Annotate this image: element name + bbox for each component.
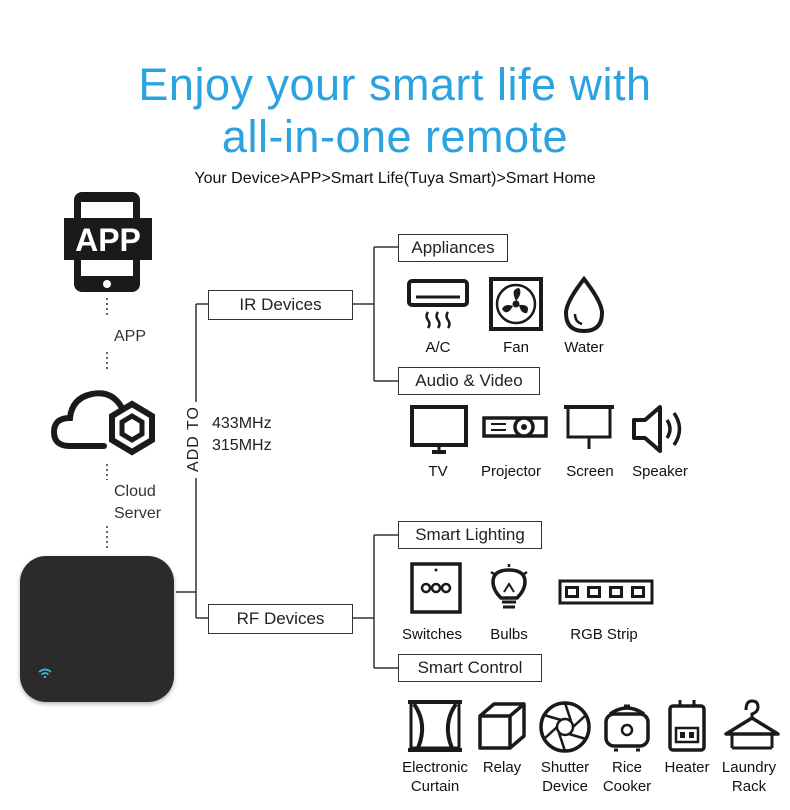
bulbs-label: Bulbs: [490, 626, 528, 643]
water-drop-icon: [563, 275, 605, 334]
phone-app-icon: APP: [64, 192, 152, 292]
screen-label: Screen: [566, 463, 614, 480]
cloud-server-icon: [50, 390, 155, 456]
title-line-2: all-in-one remote: [221, 111, 569, 162]
air-conditioner-icon: [407, 279, 469, 329]
title-line-1: Enjoy your smart life with: [138, 59, 652, 110]
cloud-label-1: Cloud: [114, 483, 156, 500]
shutter-label-1: Shutter: [540, 759, 590, 776]
smart-lighting-box: Smart Lighting: [398, 521, 542, 549]
ir-devices-box: IR Devices: [208, 290, 353, 320]
relay-label: Relay: [482, 759, 522, 776]
fan-icon: [489, 277, 543, 331]
water-heater-icon: [668, 700, 706, 752]
tv-icon: [410, 405, 468, 454]
freq-433: 433MHz: [212, 415, 272, 432]
rf-devices-box: RF Devices: [208, 604, 353, 634]
rgb-strip-icon: [558, 579, 654, 605]
rice-cooker-label-2: Cooker: [602, 778, 652, 795]
heater-label: Heater: [664, 759, 710, 776]
audio-video-box: Audio & Video: [398, 367, 540, 395]
speaker-icon: [632, 405, 682, 453]
cloud-label-2: Server: [114, 505, 162, 522]
add-to-label: ADD TO: [185, 406, 202, 472]
subtitle: Your Device>APP>Smart Life(Tuya Smart)>S…: [194, 170, 596, 187]
svg-text:APP: APP: [75, 222, 141, 258]
projector-label: Projector: [480, 463, 542, 480]
ac-label: A/C: [425, 339, 451, 356]
wall-switch-icon: [410, 562, 462, 614]
speaker-label: Speaker: [632, 463, 688, 480]
projector-icon: [482, 416, 548, 438]
relay-box-icon: [478, 702, 526, 750]
light-bulb-icon: [490, 564, 528, 609]
tv-label: TV: [428, 463, 448, 480]
wifi-icon: [38, 668, 52, 678]
projection-screen-icon: [564, 405, 614, 449]
app-label: APP: [114, 328, 147, 345]
switches-label: Switches: [401, 626, 463, 643]
curtain-icon: [408, 700, 462, 752]
rice-cooker-icon: [604, 704, 650, 752]
laundry-label-1: Laundry: [721, 759, 777, 776]
fan-label: Fan: [503, 339, 529, 356]
curtain-label-2: Curtain: [410, 778, 460, 795]
curtain-label-1: Electronic: [402, 759, 468, 776]
appliances-box: Appliances: [398, 234, 508, 262]
rice-cooker-label-1: Rice: [611, 759, 642, 776]
laundry-rack-icon: [724, 699, 780, 750]
rgb-strip-label: RGB Strip: [570, 626, 638, 643]
water-label: Water: [564, 339, 604, 356]
shutter-label-2: Device: [542, 778, 588, 795]
smart-control-box: Smart Control: [398, 654, 542, 682]
ir-hub-device: [20, 556, 174, 702]
freq-315: 315MHz: [212, 437, 272, 454]
laundry-label-2: Rack: [731, 778, 767, 795]
shutter-aperture-icon: [539, 701, 591, 753]
